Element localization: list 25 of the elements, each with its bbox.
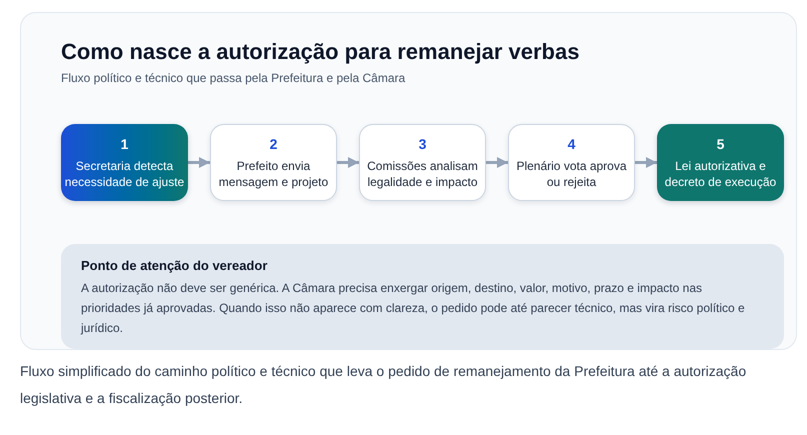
step-box — [61, 124, 188, 201]
subtitle: Fluxo político e técnico que passa pela Prefeitura e pela Câmara — [61, 70, 406, 86]
diagram-title: Como nasce a autorização para remanejar verbas — [61, 38, 580, 66]
step-number: 1 — [120, 135, 128, 153]
caption: Fluxo simplificado do caminho político e técnico que leva o pedido de remanejamento da Prefeitura até a autorização legislativa e a fiscalização posterior. — [20, 362, 748, 408]
step-label: Comissões analisam legalidade e impacto — [366, 158, 479, 190]
step-box — [210, 124, 337, 201]
step-box — [657, 124, 784, 201]
arrow — [188, 157, 210, 168]
callout-box — [61, 244, 784, 349]
arrow — [337, 157, 359, 168]
arrow — [635, 157, 657, 168]
step-label: Secretaria detecta necessidade de ajuste — [64, 158, 186, 190]
step-number: 2 — [270, 135, 278, 153]
step-number: 3 — [418, 135, 426, 153]
step-box — [359, 124, 486, 201]
step-label: Lei autorizativa e decreto de execução — [664, 158, 778, 190]
arrow — [486, 157, 508, 168]
step-box — [508, 124, 635, 201]
step-label: Prefeito envia mensagem e projeto — [218, 158, 330, 190]
step-number: 4 — [568, 135, 576, 153]
step-number: 5 — [716, 135, 724, 153]
callout-heading: Ponto de atenção do vereador — [81, 257, 268, 275]
step-label: Plenário vota aprova ou rejeita — [515, 158, 628, 190]
callout-text: A autorização não deve ser genérica. A Câmara precisa enxergar origem, destino, valor, motivo, prazo e impacto nas prioridades já aprovadas. Quando isso não aparece com clareza, o pedido pode até parecer técnico, mas vira risco político e jurídico. — [81, 280, 746, 337]
